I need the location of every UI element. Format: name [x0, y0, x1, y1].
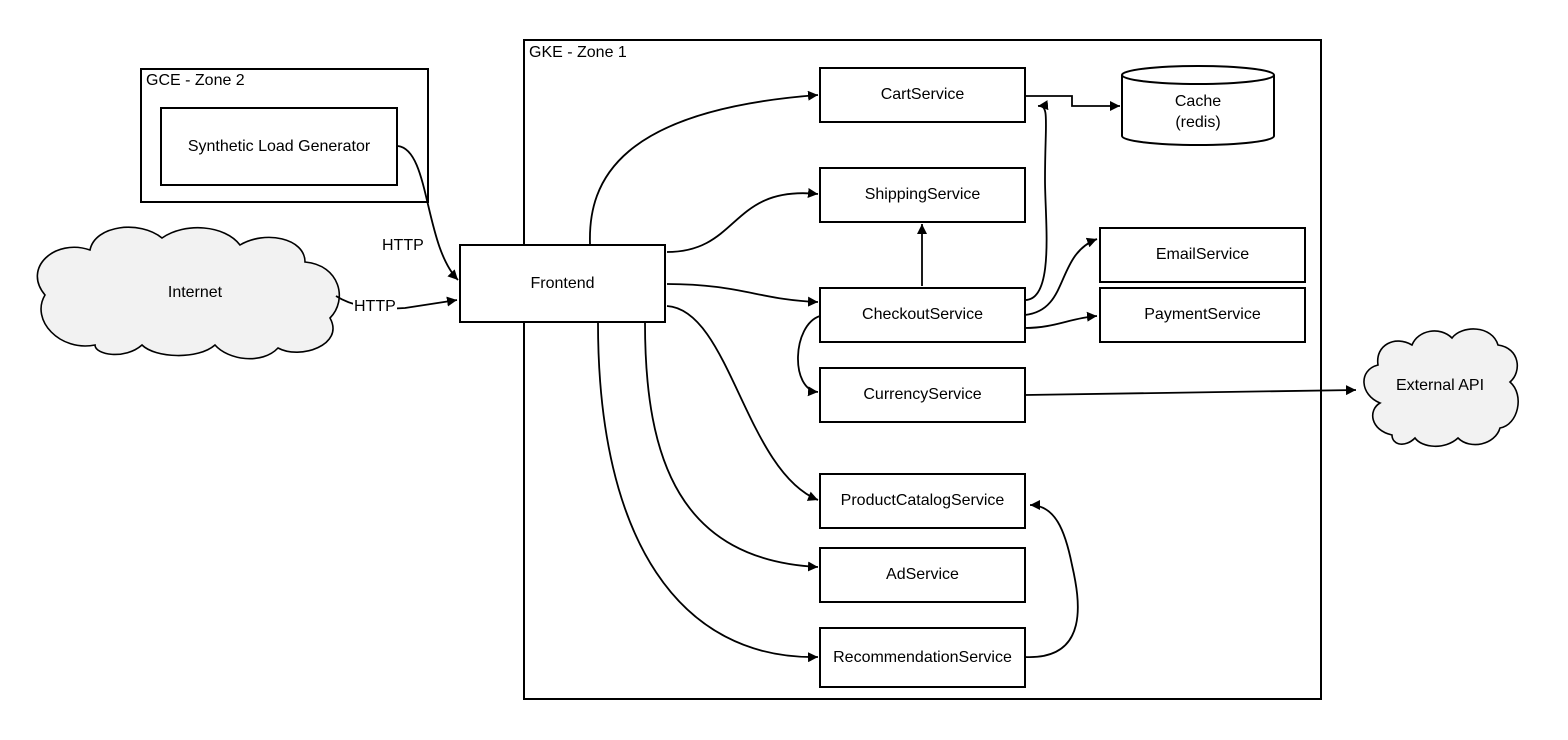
edge-frontend-shipping	[666, 188, 819, 253]
frontend-node[interactable]: Frontend	[459, 244, 666, 323]
payment-service-node[interactable]: PaymentService	[1099, 287, 1306, 343]
checkout-service-label: CheckoutService	[862, 306, 983, 323]
gke-zone-1-boundary	[523, 39, 1322, 700]
edge-checkout-email	[1024, 237, 1098, 316]
edge-checkout-payment	[1024, 311, 1098, 329]
email-service-node[interactable]: EmailService	[1099, 227, 1306, 283]
ad-service-node[interactable]: AdService	[819, 547, 1026, 603]
currency-service-label: CurrencyService	[863, 386, 982, 403]
external-api-label: External API	[1395, 377, 1485, 394]
edge-checkout-cart	[1024, 100, 1049, 301]
load-generator-label: Synthetic Load Generator	[187, 137, 371, 155]
product-catalog-service-label: ProductCatalogService	[840, 492, 1005, 509]
recommendation-service-node[interactable]: RecommendationService	[819, 627, 1026, 688]
edge-frontend-cart	[589, 90, 819, 245]
frontend-label: Frontend	[530, 274, 595, 292]
load-generator-node[interactable]: Synthetic Load Generator	[160, 107, 398, 186]
internet-label: Internet	[167, 284, 223, 301]
cache-cylinder[interactable]	[1121, 65, 1275, 146]
gce-zone-label: GCE - Zone 2	[146, 72, 245, 89]
edge-currency-externalapi	[1024, 385, 1357, 396]
edge-frontend-recommendation	[597, 322, 819, 663]
payment-service-label: PaymentService	[1144, 306, 1261, 323]
external-api-cloud[interactable]	[1363, 328, 1519, 448]
product-catalog-service-node[interactable]: ProductCatalogService	[819, 473, 1026, 529]
email-service-label: EmailService	[1155, 246, 1250, 263]
edge-cart-cache	[1025, 95, 1120, 111]
shipping-service-node[interactable]: ShippingService	[819, 167, 1026, 223]
shipping-service-label: ShippingService	[864, 186, 981, 203]
internet-cloud[interactable]	[36, 226, 340, 360]
edge-frontend-productcatalog	[666, 305, 819, 501]
edge-frontend-checkout	[666, 283, 819, 307]
cache-subtitle: (redis)	[1175, 114, 1221, 131]
loadgen-http-label: HTTP	[381, 237, 425, 254]
cart-service-label: CartService	[880, 86, 965, 103]
internet-http-label: HTTP	[353, 298, 397, 315]
checkout-service-node[interactable]: CheckoutService	[819, 287, 1026, 343]
cache-title: Cache	[1174, 93, 1222, 110]
cache-label: Cache (redis)	[1175, 91, 1221, 133]
edge-frontend-ad	[644, 322, 819, 572]
currency-service-node[interactable]: CurrencyService	[819, 367, 1026, 423]
edge-checkout-currency	[797, 315, 821, 397]
gce-zone-2-boundary	[140, 68, 429, 203]
cart-service-node[interactable]: CartService	[819, 67, 1026, 123]
recommendation-service-label: RecommendationService	[833, 648, 1012, 666]
edge-recommendation-productcatalog	[1024, 500, 1079, 658]
ad-service-label: AdService	[886, 566, 959, 583]
gke-zone-label: GKE - Zone 1	[529, 44, 627, 61]
